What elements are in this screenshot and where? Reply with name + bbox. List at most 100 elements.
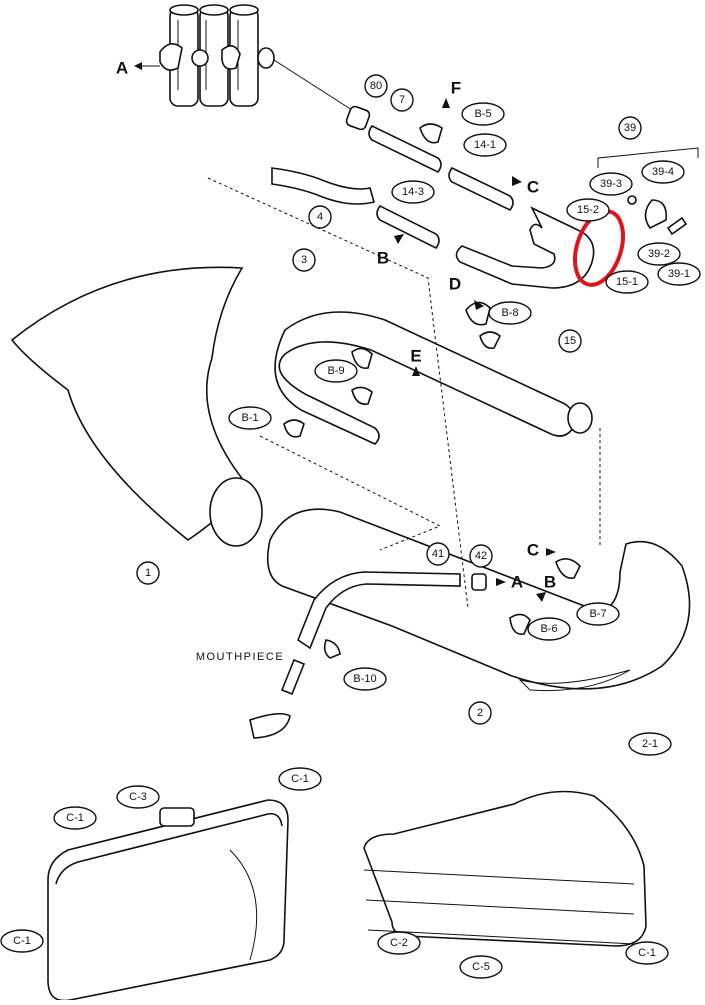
tube-14-1	[448, 166, 514, 212]
tube-15	[455, 206, 595, 289]
label-bubble	[605, 270, 649, 294]
label-text: C-3	[129, 791, 147, 803]
part-label-l39-1: 39-1	[657, 262, 701, 286]
label-bubble	[53, 806, 97, 830]
tube-80	[345, 105, 371, 131]
label-bubble	[527, 617, 571, 641]
label-text: 14-3	[402, 186, 424, 198]
label-bubble	[314, 359, 358, 383]
label-text: 15	[564, 335, 576, 347]
label-bubble	[228, 406, 272, 430]
part-label-b9: B-9	[314, 359, 358, 383]
label-bubble	[625, 941, 669, 965]
label-text: C-1	[638, 947, 656, 959]
part-label-b6: B-6	[527, 617, 571, 641]
label-bubble	[566, 198, 610, 222]
label-text: 42	[475, 550, 487, 562]
label-bubble	[488, 301, 532, 325]
part-label-l1: 1	[136, 561, 160, 585]
letter-c-top: C	[527, 178, 539, 197]
part-label-c3: C-3	[116, 785, 160, 809]
label-bubble	[136, 561, 160, 585]
part-label-c2: C-2	[377, 931, 421, 955]
label-text: 15-2	[577, 204, 599, 216]
part-label-l41: 41	[426, 542, 450, 566]
label-bubble	[343, 667, 387, 691]
tube-3	[274, 311, 593, 445]
part-label-l39: 39	[618, 116, 642, 140]
label-bubble	[426, 542, 450, 566]
label-bubble	[589, 172, 633, 196]
label-text: B-1	[241, 412, 258, 424]
part-label-l7: 7	[390, 88, 414, 112]
label-text: 39-4	[652, 166, 674, 178]
part-label-b7: B-7	[576, 602, 620, 626]
part-label-l39-3: 39-3	[589, 172, 633, 196]
stop-caps	[283, 123, 581, 659]
label-bubble	[628, 732, 672, 756]
label-bubble	[637, 242, 681, 266]
tube-7	[368, 124, 442, 174]
part-label-l15-1: 15-1	[605, 270, 649, 294]
part-label-b1: B-1	[228, 406, 272, 430]
label-text: B-9	[327, 365, 344, 377]
letter-c-low: C	[527, 541, 539, 560]
label-text: B-8	[501, 307, 518, 319]
letter-a-top: A	[116, 59, 128, 78]
part-label-b5: B-5	[461, 102, 505, 126]
mouthpiece-label: MOUTHPIECE	[196, 651, 284, 663]
part-label-l15: 15	[558, 329, 582, 353]
label-text: 1	[145, 567, 151, 579]
label-text: B-6	[540, 623, 557, 635]
label-text: C-5	[472, 961, 490, 973]
case-right	[363, 790, 647, 947]
label-text: 4	[317, 211, 323, 223]
label-text: 39-2	[648, 248, 670, 260]
label-bubble	[292, 248, 316, 272]
label-text: 2-1	[642, 738, 658, 750]
label-bubble	[641, 160, 685, 184]
label-bubble	[391, 180, 435, 204]
label-text: 39	[624, 122, 636, 134]
tube-14-3	[376, 204, 440, 250]
label-bubble	[364, 74, 388, 98]
label-bubble	[0, 929, 44, 953]
part-label-c1-a: C-1	[53, 806, 97, 830]
part-label-l14-1: 14-1	[463, 133, 507, 157]
label-text: 15-1	[616, 276, 638, 288]
label-bubble	[116, 785, 160, 809]
label-bubble	[459, 955, 503, 979]
label-bubble	[657, 262, 701, 286]
label-bubble	[278, 767, 322, 791]
label-bubble	[463, 133, 507, 157]
part-label-l39-2: 39-2	[637, 242, 681, 266]
label-text: C-1	[66, 812, 84, 824]
label-bubble	[377, 931, 421, 955]
tube-4	[271, 167, 375, 205]
label-bubble	[390, 88, 414, 112]
letter-f: F	[451, 79, 461, 98]
label-text: 14-1	[474, 139, 496, 151]
label-text: B-10	[353, 673, 376, 685]
tube-2-bow	[266, 508, 691, 692]
label-bubble	[469, 544, 493, 568]
part-label-l2: 2	[468, 701, 492, 725]
label-text: 80	[370, 80, 382, 92]
label-bubble	[576, 602, 620, 626]
label-text: C-1	[291, 773, 309, 785]
case-left	[47, 799, 289, 1002]
valve-block	[159, 4, 275, 107]
part-label-b8: B-8	[488, 301, 532, 325]
bell-section	[10, 266, 263, 547]
part-label-c1-d: C-1	[625, 941, 669, 965]
label-text: B-7	[589, 608, 606, 620]
part-label-l80: 80	[364, 74, 388, 98]
label-bubble	[468, 701, 492, 725]
leadpipe	[249, 571, 461, 739]
label-text: 3	[301, 254, 307, 266]
part-label-l42: 42	[469, 544, 493, 568]
label-text: B-5	[474, 108, 491, 120]
part-label-l14-3: 14-3	[391, 180, 435, 204]
part-label-l3: 3	[292, 248, 316, 272]
